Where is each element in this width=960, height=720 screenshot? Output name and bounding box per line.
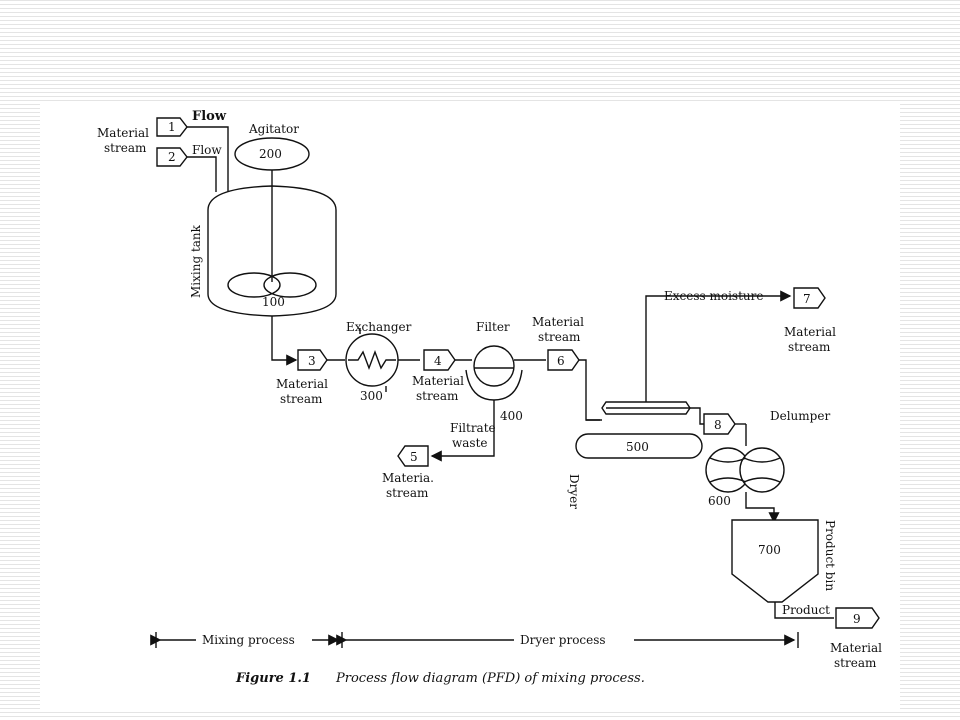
stream-tag-2-label: 2 bbox=[168, 150, 176, 164]
delumper-label: Delumper bbox=[770, 409, 830, 423]
flow-label-2: Flow bbox=[192, 143, 222, 157]
stream-tag-2 bbox=[156, 147, 188, 167]
filtrate-label-b: waste bbox=[452, 436, 488, 450]
tank-outlet-line bbox=[271, 316, 298, 366]
material-stream-9-label-b: stream bbox=[834, 656, 877, 670]
excess-moisture-label: Excess moisture bbox=[664, 289, 763, 303]
material-stream-5-label-a: Materia. bbox=[382, 471, 434, 485]
dryer-label: Dryer bbox=[567, 474, 581, 509]
exchanger-coil bbox=[348, 350, 396, 370]
flow-label-1: Flow bbox=[192, 109, 227, 124]
material-stream-3-label-a: Material bbox=[276, 377, 328, 391]
bin-number: 700 bbox=[758, 543, 781, 557]
filtrate-line bbox=[430, 400, 495, 462]
material-stream-5-label-b: stream bbox=[386, 486, 429, 500]
product-line bbox=[774, 602, 834, 619]
rotary-filter bbox=[473, 345, 515, 387]
material-stream-4-label-a: Material bbox=[412, 374, 464, 388]
excess-moisture-line bbox=[645, 290, 792, 402]
flow-line-2 bbox=[187, 156, 217, 192]
stream-tag-9-label: 9 bbox=[853, 612, 861, 626]
stream-tag-3-label: 3 bbox=[308, 354, 316, 368]
diagram-canvas: 1 2 Material stream Flow Flow 200 Agitat… bbox=[40, 102, 900, 712]
delumper-number: 600 bbox=[708, 494, 731, 508]
product-label: Product bbox=[782, 603, 830, 617]
impeller-left bbox=[227, 272, 281, 298]
tank-number: 100 bbox=[262, 295, 285, 309]
stream-tag-8 bbox=[703, 413, 736, 435]
stream-6-line bbox=[579, 359, 600, 421]
stream-tag-3 bbox=[297, 349, 328, 371]
figure-caption-text: Process flow diagram (PFD) of mixing pro… bbox=[335, 671, 645, 686]
material-stream-7-label-b: stream bbox=[788, 340, 831, 354]
stream-tag-7 bbox=[793, 287, 826, 309]
product-bin bbox=[731, 519, 819, 603]
delumper-to-bin bbox=[745, 492, 780, 524]
material-stream-1-2-label-a: Material bbox=[97, 126, 149, 140]
product-bin-label: Product bin bbox=[823, 520, 837, 591]
stream-tag-9 bbox=[835, 607, 880, 629]
material-stream-3-label-b: stream bbox=[280, 392, 323, 406]
stream-tag-5-label: 5 bbox=[410, 450, 418, 464]
mixing-process-label: Mixing process bbox=[202, 633, 295, 647]
stream-tag-8-label: 8 bbox=[714, 418, 722, 432]
filter-label: Filter bbox=[476, 320, 510, 334]
impeller-right bbox=[263, 272, 317, 298]
stream-tag-6 bbox=[547, 349, 580, 371]
agitator-number: 200 bbox=[259, 147, 282, 161]
material-stream-1-2-label-b: stream bbox=[104, 141, 147, 155]
material-stream-6-label-a: Material bbox=[532, 315, 584, 329]
stream-tag-1-label: 1 bbox=[168, 120, 176, 134]
filter-number: 400 bbox=[500, 409, 523, 423]
stream-tag-5 bbox=[397, 445, 429, 467]
material-stream-9-label-a: Material bbox=[830, 641, 882, 655]
stream-tag-4-label: 4 bbox=[434, 354, 442, 368]
dryer-conveyor bbox=[575, 433, 703, 459]
filtrate-label-a: Filtrate bbox=[450, 421, 496, 435]
stream-tag-7-label: 7 bbox=[803, 292, 811, 306]
delumper-roller-detail bbox=[709, 457, 781, 483]
stream-tag-1 bbox=[156, 117, 188, 137]
dryer-number: 500 bbox=[626, 440, 649, 454]
figure-caption-label: Figure 1.1 bbox=[235, 671, 311, 686]
dryer-outlet-line bbox=[586, 407, 704, 425]
material-stream-4-label-b: stream bbox=[416, 389, 459, 403]
stream-tag-4 bbox=[423, 349, 456, 371]
material-stream-6-label-b: stream bbox=[538, 330, 581, 344]
agitator-label: Agitator bbox=[248, 122, 299, 136]
mixing-tank-label: Mixing tank bbox=[189, 224, 203, 298]
delumper-roller-right bbox=[739, 447, 785, 493]
material-stream-7-label-a: Material bbox=[784, 325, 836, 339]
process-flow-diagram: 1 2 Material stream Flow Flow 200 Agitat… bbox=[97, 109, 882, 686]
exchanger-number: 300 bbox=[360, 389, 383, 403]
flow-line-1 bbox=[187, 126, 229, 192]
stream-tag-6-label: 6 bbox=[557, 354, 565, 368]
dryer-process-label: Dryer process bbox=[520, 633, 606, 647]
exchanger-label: Exchanger bbox=[346, 320, 412, 334]
